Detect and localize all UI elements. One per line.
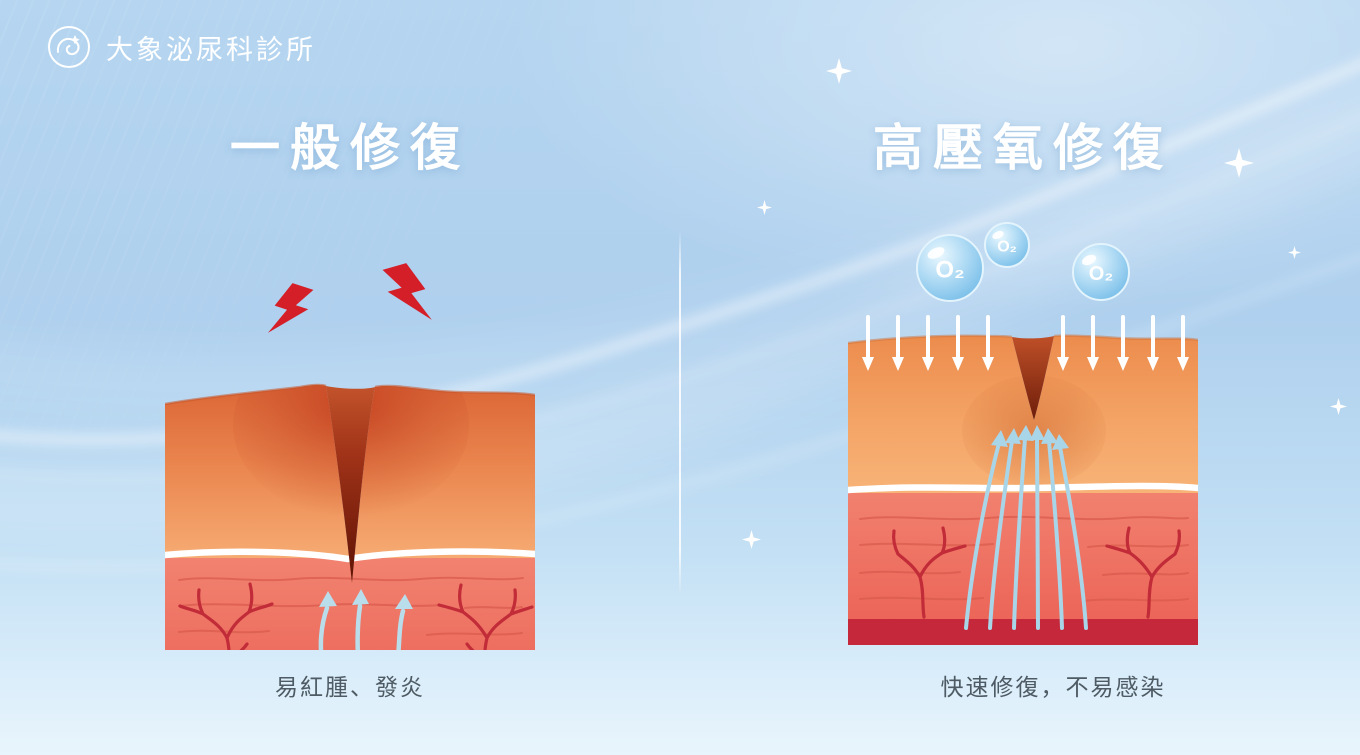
title-hyperbaric-repair: 高壓氧修復 [873, 120, 1173, 176]
healing-arrowheads-up [991, 425, 1069, 450]
sparkle-icon [757, 200, 772, 215]
boundary-line [848, 482, 1198, 494]
healing-arrows-up [964, 436, 1088, 630]
dermis-layer [165, 552, 535, 650]
o2-bubble: O₂ [984, 222, 1030, 268]
elephant-logo-icon [48, 26, 90, 68]
o2-label: O₂ [997, 239, 1017, 256]
healing-arrowheads-up [319, 589, 413, 609]
blood-vessel-icon [892, 526, 1181, 619]
sparkle-icon [1224, 148, 1254, 178]
skin-base-strip [848, 619, 1198, 645]
caption-hyperbaric-repair: 快速修復，不易感染 [940, 674, 1166, 700]
o2-label: O₂ [935, 257, 964, 284]
clinic-name: 大象泌尿科診所 [106, 34, 316, 65]
healing-arrows-up [318, 603, 406, 650]
o2-label: O₂ [1089, 263, 1113, 285]
epidermis-layer [848, 334, 1198, 493]
oxygen-arrowheads-down [862, 357, 1189, 371]
caption-normal-repair: 易紅腫、發炎 [275, 674, 425, 700]
title-normal-repair: 一般修復 [230, 120, 470, 176]
skin-diagram-normal-repair [165, 263, 535, 650]
sparkle-icon [742, 530, 761, 549]
lightning-icon [267, 263, 432, 333]
o2-bubble: O₂ [1072, 243, 1130, 301]
sparkle-icon [826, 58, 852, 84]
oxygen-arrows-down [866, 315, 1185, 361]
dermis-layer [848, 487, 1198, 645]
wound-deep [326, 386, 375, 583]
sparkle-icon [1330, 398, 1347, 415]
o2-bubble: O₂ [916, 234, 984, 302]
sparkle-icon [1288, 246, 1301, 259]
blood-vessel-icon [178, 582, 534, 650]
clinic-logo: 大象泌尿科診所 [46, 24, 316, 70]
panel-divider [679, 230, 681, 595]
boundary-line [165, 548, 535, 563]
wound-small [1012, 336, 1054, 420]
skin-diagram-hyperbaric-repair: O₂ O₂ O₂ [848, 222, 1198, 645]
